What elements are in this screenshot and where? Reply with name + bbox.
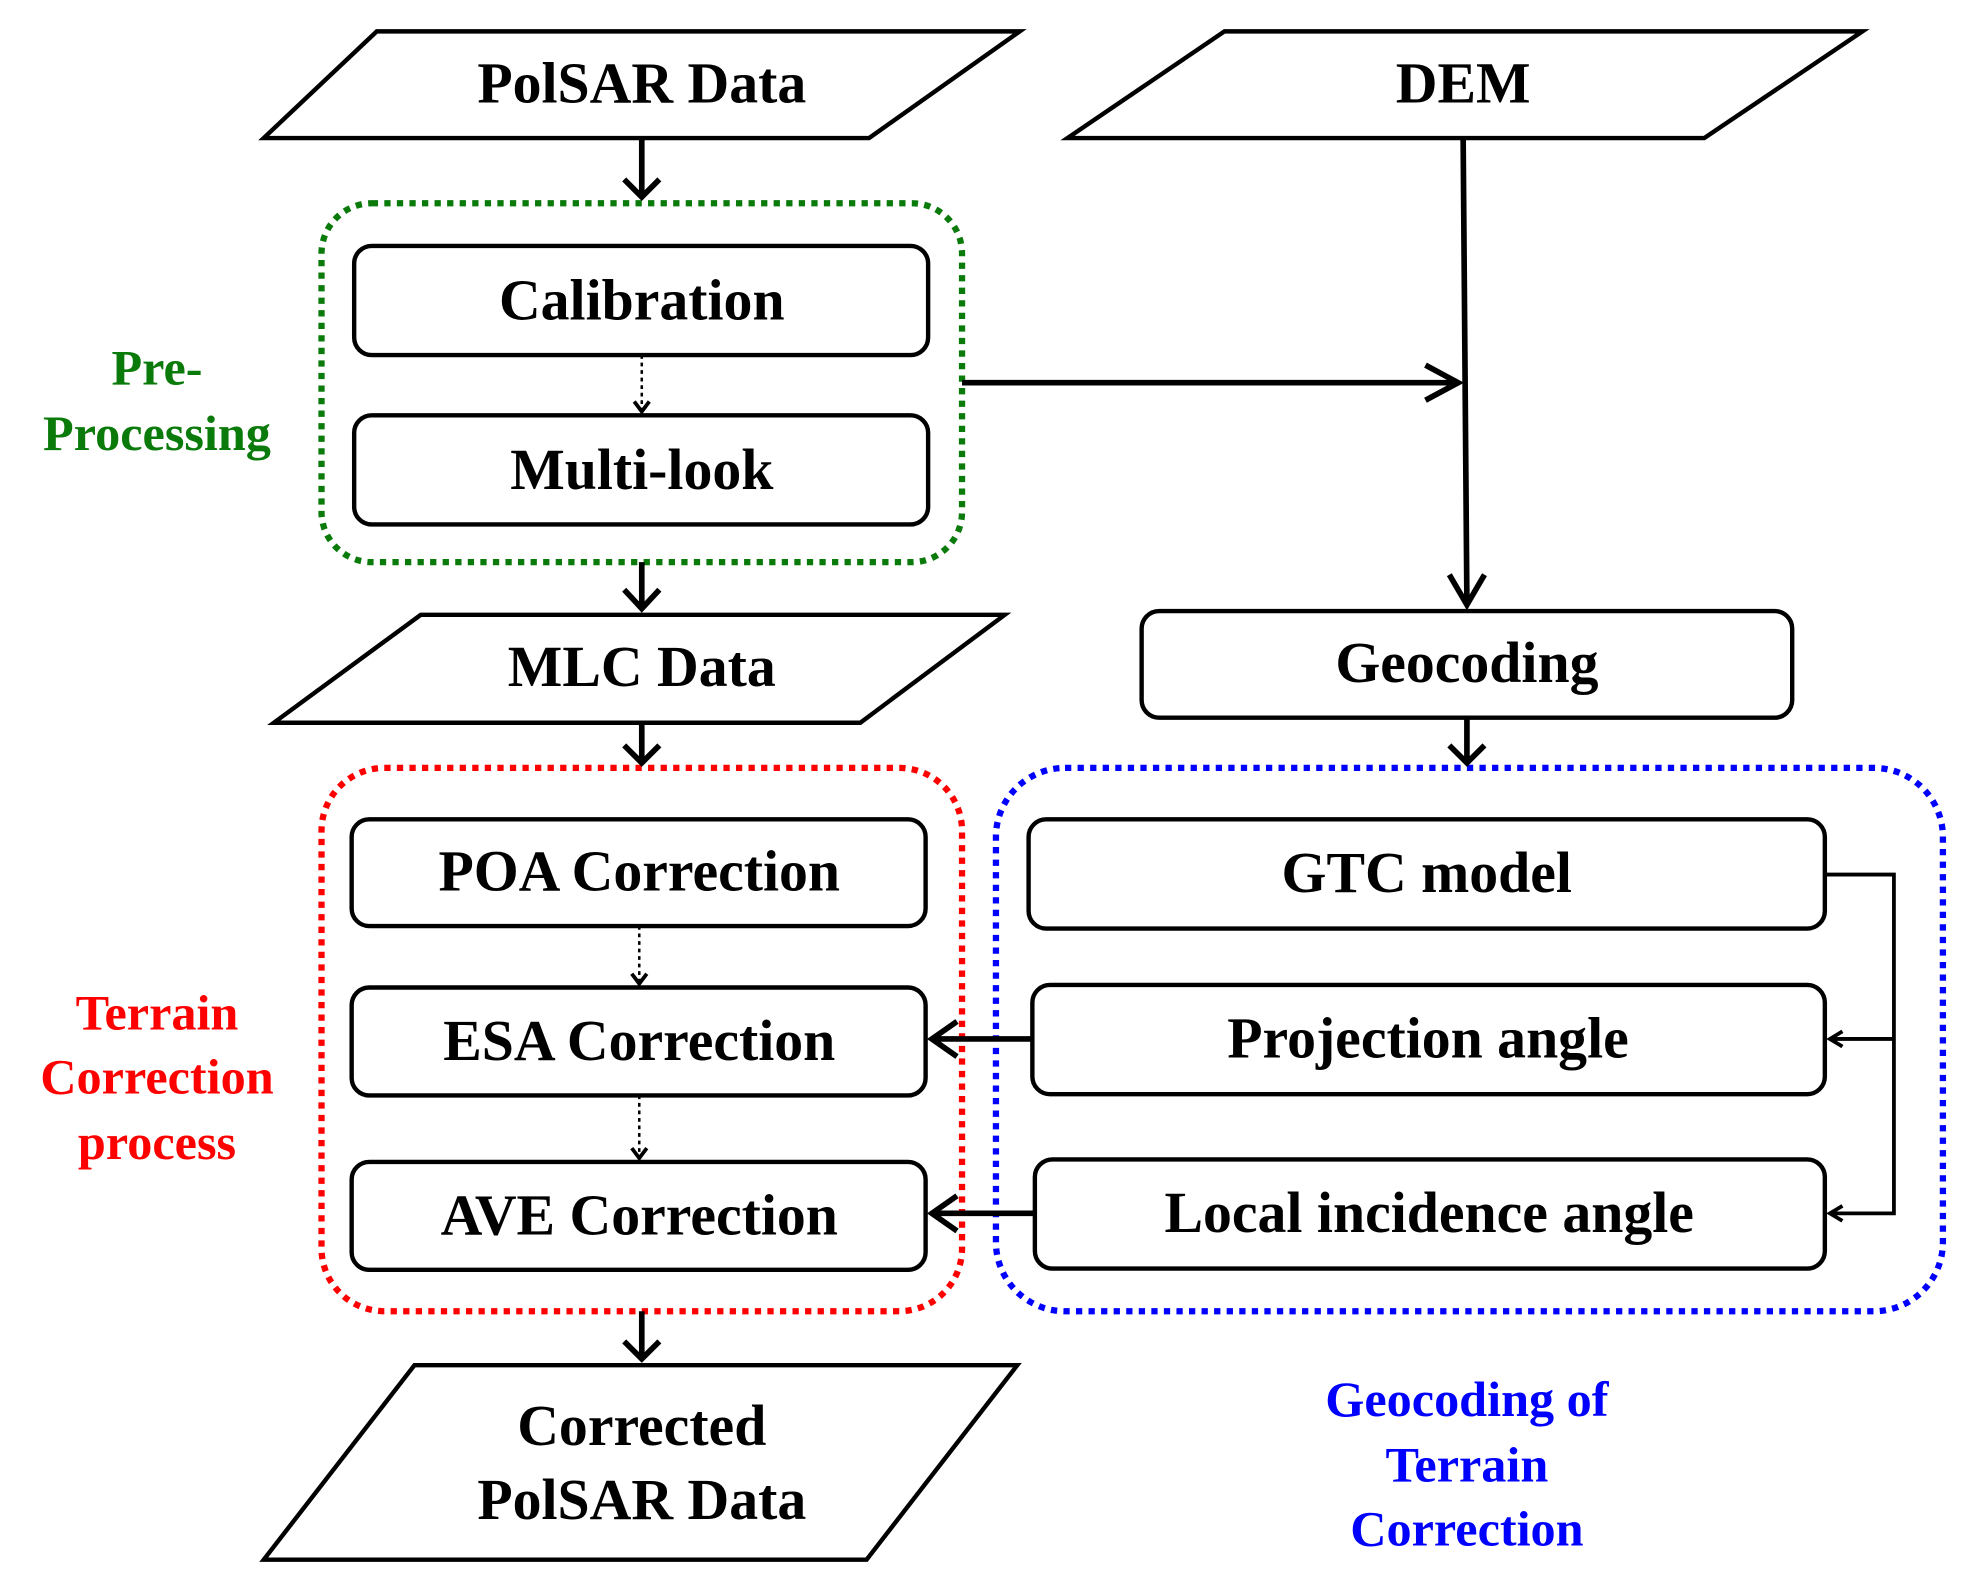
- arrow-terrain-to-corrected: [622, 1311, 662, 1363]
- corrected-label-line1: Corrected: [517, 1395, 766, 1458]
- arrow-polsar-to-preprocessing: [622, 138, 662, 201]
- arrow-local-incidence-to-ave: [926, 1193, 1035, 1234]
- preprocessing-label-line2: Processing: [43, 405, 271, 461]
- arrow-projection-to-esa: [926, 1019, 1033, 1059]
- multilook-node: [351, 413, 931, 527]
- corrected-label-line2: PolSAR Data: [477, 1469, 806, 1532]
- mlc-data-node: [267, 612, 1012, 725]
- projection-angle-label: Projection angle: [1227, 1007, 1629, 1070]
- corrected-polsar-node: [259, 1362, 1022, 1562]
- ave-correction-node: [349, 1159, 928, 1273]
- polsar-data-node: [258, 29, 1027, 141]
- terrain-label-line3: process: [78, 1114, 236, 1170]
- geocoding-terrain-label-line1: Geocoding of: [1325, 1371, 1609, 1427]
- arrow-preprocessing-to-dem-line: [962, 362, 1465, 403]
- multilook-label: Multi-look: [510, 439, 774, 502]
- geocoding-terrain-label-line3: Correction: [1350, 1500, 1583, 1556]
- geocoding-label: Geocoding: [1335, 632, 1598, 695]
- esa-correction-node: [349, 985, 928, 1098]
- connector-gtc-to-angles: [1824, 872, 1896, 1223]
- esa-correction-label: ESA Correction: [443, 1010, 835, 1073]
- arrow-preprocessing-to-mlc: [622, 562, 662, 613]
- dem-label: DEM: [1396, 53, 1531, 116]
- gtc-model-label: GTC model: [1282, 842, 1572, 905]
- dem-node: [1060, 29, 1870, 141]
- terrain-label-line2: Correction: [40, 1049, 273, 1105]
- arrow-mlc-to-terrain: [622, 722, 662, 767]
- arrowhead-poa-to-esa: [630, 972, 649, 987]
- poa-correction-label: POA Correction: [438, 841, 840, 904]
- geocoding-terrain-label-line2: Terrain: [1386, 1436, 1549, 1492]
- calibration-label: Calibration: [499, 270, 785, 333]
- preprocessing-label-line1: Pre-: [111, 340, 202, 396]
- polsar-data-label: PolSAR Data: [477, 53, 806, 116]
- terrain-label-line1: Terrain: [76, 985, 239, 1041]
- ave-correction-label: AVE Correction: [441, 1184, 838, 1247]
- arrows: [622, 138, 1896, 1363]
- preprocessing-group: [318, 200, 966, 566]
- arrowhead-calibration-to-multilook: [632, 400, 651, 415]
- arrow-geocoding-to-gtc-group: [1447, 717, 1487, 767]
- local-incidence-label: Local incidence angle: [1165, 1182, 1694, 1245]
- arrowhead-esa-to-ave: [630, 1146, 649, 1162]
- mlc-data-label: MLC Data: [508, 636, 776, 699]
- arrow-dem-to-geocoding: [1446, 138, 1487, 611]
